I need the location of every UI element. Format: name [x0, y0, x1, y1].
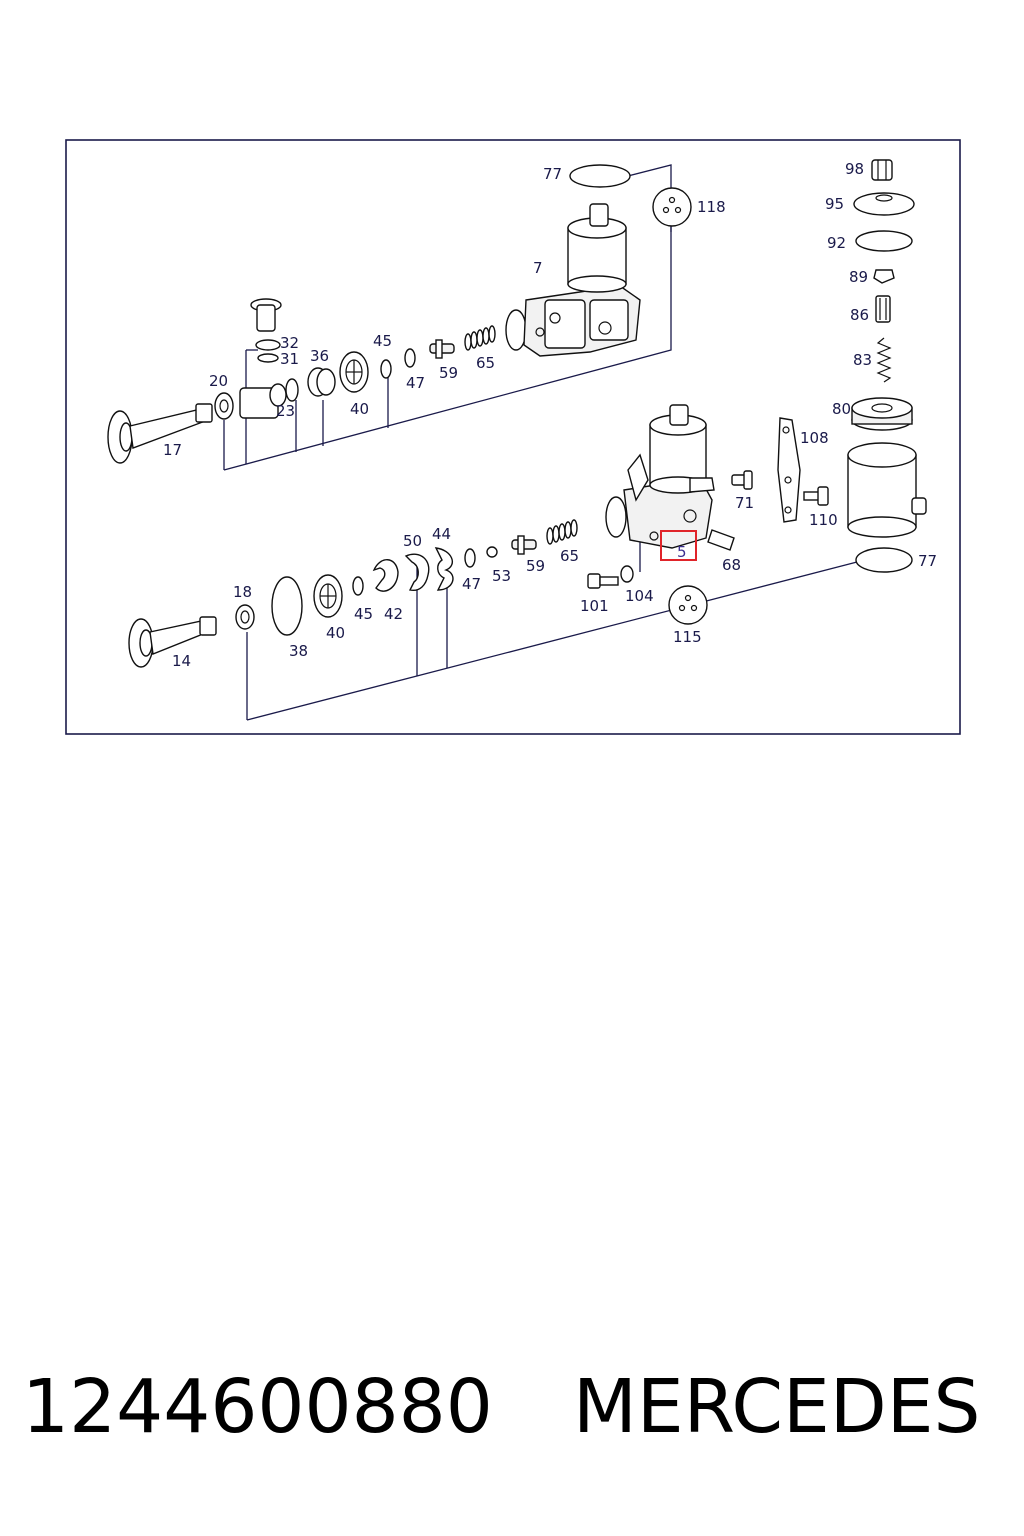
callout-98: 98	[845, 160, 864, 178]
plate-115	[668, 585, 708, 625]
callout-108: 108	[800, 429, 829, 447]
callout-45-lower: 45	[354, 605, 373, 623]
callout-40-lower: 40	[326, 624, 345, 642]
callout-83: 83	[853, 351, 872, 369]
callout-59-upper: 59	[439, 364, 458, 382]
cap-32	[250, 298, 282, 332]
oring-38	[271, 576, 303, 636]
callout-38: 38	[289, 642, 308, 660]
canister	[847, 442, 927, 538]
callout-5-highlight	[660, 530, 697, 561]
callout-47-upper: 47	[406, 374, 425, 392]
callout-47-lower: 47	[462, 575, 481, 593]
bracket-108	[777, 417, 801, 523]
plate-118	[652, 187, 692, 227]
filter-80	[851, 397, 913, 431]
callout-50: 50	[403, 532, 422, 550]
nut-89	[873, 269, 895, 284]
valve-59-lower	[511, 535, 537, 555]
lower-assembly	[128, 404, 753, 668]
sleeve-23	[239, 383, 287, 419]
valve-59-upper	[429, 339, 455, 359]
plate-44	[434, 547, 454, 591]
oring-77-upper	[569, 164, 631, 188]
callout-20: 20	[209, 372, 228, 390]
callout-71: 71	[735, 494, 754, 512]
diagram-frame	[65, 139, 961, 735]
callout-95: 95	[825, 195, 844, 213]
ring-32b	[255, 339, 281, 351]
callout-115: 115	[673, 628, 702, 646]
bolt-86	[875, 295, 891, 323]
callout-40-upper: 40	[350, 400, 369, 418]
callout-77-lower: 77	[918, 552, 937, 570]
ring-31	[257, 353, 279, 363]
ring-45-upper	[380, 359, 392, 379]
callout-110: 110	[809, 511, 838, 529]
oring-77-lower	[855, 547, 913, 573]
brand-name: MERCEDES	[573, 1364, 981, 1450]
ring-47-lower	[464, 548, 476, 568]
ring-47-upper	[404, 348, 416, 368]
plate-42	[372, 559, 399, 592]
washer-104	[620, 565, 634, 583]
filter-column	[777, 159, 927, 573]
rotor-40-upper	[339, 351, 369, 393]
bearing-20	[214, 392, 234, 420]
pump-7	[505, 203, 641, 357]
ring-45-lower	[352, 576, 364, 596]
callout-17: 17	[163, 441, 182, 459]
callout-104: 104	[625, 587, 654, 605]
nut-98	[871, 159, 893, 181]
callout-65-lower: 65	[560, 547, 579, 565]
callout-5: 5	[677, 543, 687, 561]
plug-68	[707, 529, 735, 551]
spring-83	[876, 337, 892, 383]
spring-65-upper	[464, 325, 496, 351]
callout-44: 44	[432, 525, 451, 543]
callout-45-upper: 45	[373, 332, 392, 350]
callout-77-upper: 77	[543, 165, 562, 183]
callout-36: 36	[310, 347, 329, 365]
bearing-36	[307, 367, 336, 397]
callout-32: 32	[280, 334, 299, 352]
callout-31: 31	[280, 350, 299, 368]
ring-92	[855, 230, 913, 252]
callout-101: 101	[580, 597, 609, 615]
callout-18: 18	[233, 583, 252, 601]
ball-53	[486, 546, 498, 558]
callout-14: 14	[172, 652, 191, 670]
callout-7: 7	[533, 259, 543, 277]
footer: 1244600880 MERCEDES	[0, 1370, 1024, 1470]
spring-65-lower	[546, 519, 578, 545]
bearing-18	[235, 604, 255, 630]
washer-95	[853, 192, 915, 216]
upper-assembly	[107, 164, 692, 464]
callout-80: 80	[832, 400, 851, 418]
bolt-101	[587, 573, 619, 589]
pump-5	[605, 404, 715, 549]
leader-lines	[223, 164, 858, 721]
callout-59-lower: 59	[526, 557, 545, 575]
part-number: 1244600880	[22, 1364, 493, 1450]
plug-71	[731, 470, 753, 490]
exploded-parts-diagram: 77 118 7 32 31 36 45 20 23 40 47 59 65 1…	[65, 139, 961, 735]
callout-labels: 77 118 7 32 31 36 45 20 23 40 47 59 65 1…	[163, 160, 937, 670]
callout-68: 68	[722, 556, 741, 574]
callout-89: 89	[849, 268, 868, 286]
cam-ring-50	[404, 553, 430, 592]
bolt-110	[803, 486, 829, 506]
callout-92: 92	[827, 234, 846, 252]
oring-23	[285, 378, 299, 402]
callout-23: 23	[276, 402, 295, 420]
callout-65-upper: 65	[476, 354, 495, 372]
shaft-14	[128, 616, 217, 668]
callout-86: 86	[850, 306, 869, 324]
rotor-40-lower	[313, 574, 343, 618]
shaft-17	[107, 403, 213, 464]
callout-53: 53	[492, 567, 511, 585]
callout-42: 42	[384, 605, 403, 623]
callout-118: 118	[697, 198, 726, 216]
